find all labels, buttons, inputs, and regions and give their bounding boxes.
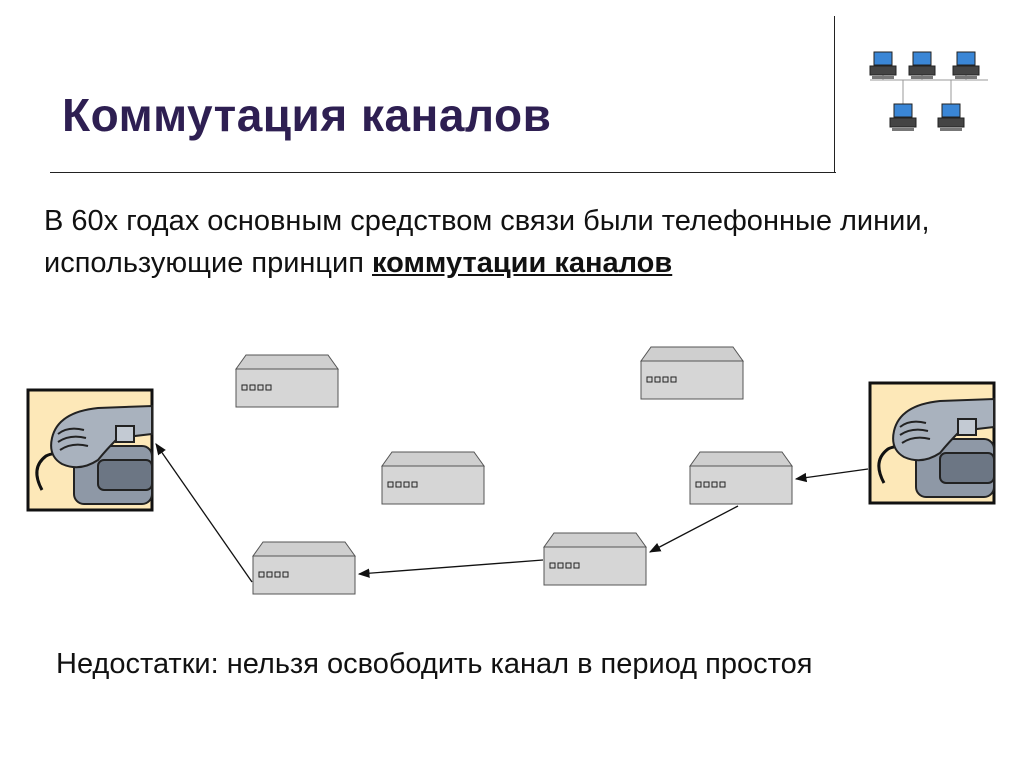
- switch-icon: [381, 451, 485, 505]
- switch-icon: [252, 541, 356, 595]
- title-divider: [50, 172, 836, 173]
- network-computers-icon: [869, 51, 988, 132]
- connection-arrow: [357, 559, 544, 578]
- telephone-right-icon: [868, 381, 996, 505]
- connection-arrow: [155, 443, 253, 583]
- intro-paragraph: В 60х годах основным средством связи был…: [44, 200, 1004, 284]
- drawback-text: Недостатки: нельзя освободить канал в пе…: [56, 648, 813, 680]
- switch-icon: [543, 532, 647, 586]
- intro-text: В 60х годах основным средством связи был…: [44, 205, 930, 279]
- telephone-left-icon: [26, 388, 154, 512]
- slide-title: Коммутация каналов: [62, 89, 552, 141]
- switch-icon: [689, 451, 793, 505]
- header-vertical-divider: [834, 16, 835, 173]
- intro-emphasis: коммутации каналов: [372, 247, 673, 279]
- switch-icon: [640, 346, 744, 400]
- connection-arrow: [794, 468, 869, 483]
- switch-icon: [235, 354, 339, 408]
- connection-arrow: [648, 505, 739, 553]
